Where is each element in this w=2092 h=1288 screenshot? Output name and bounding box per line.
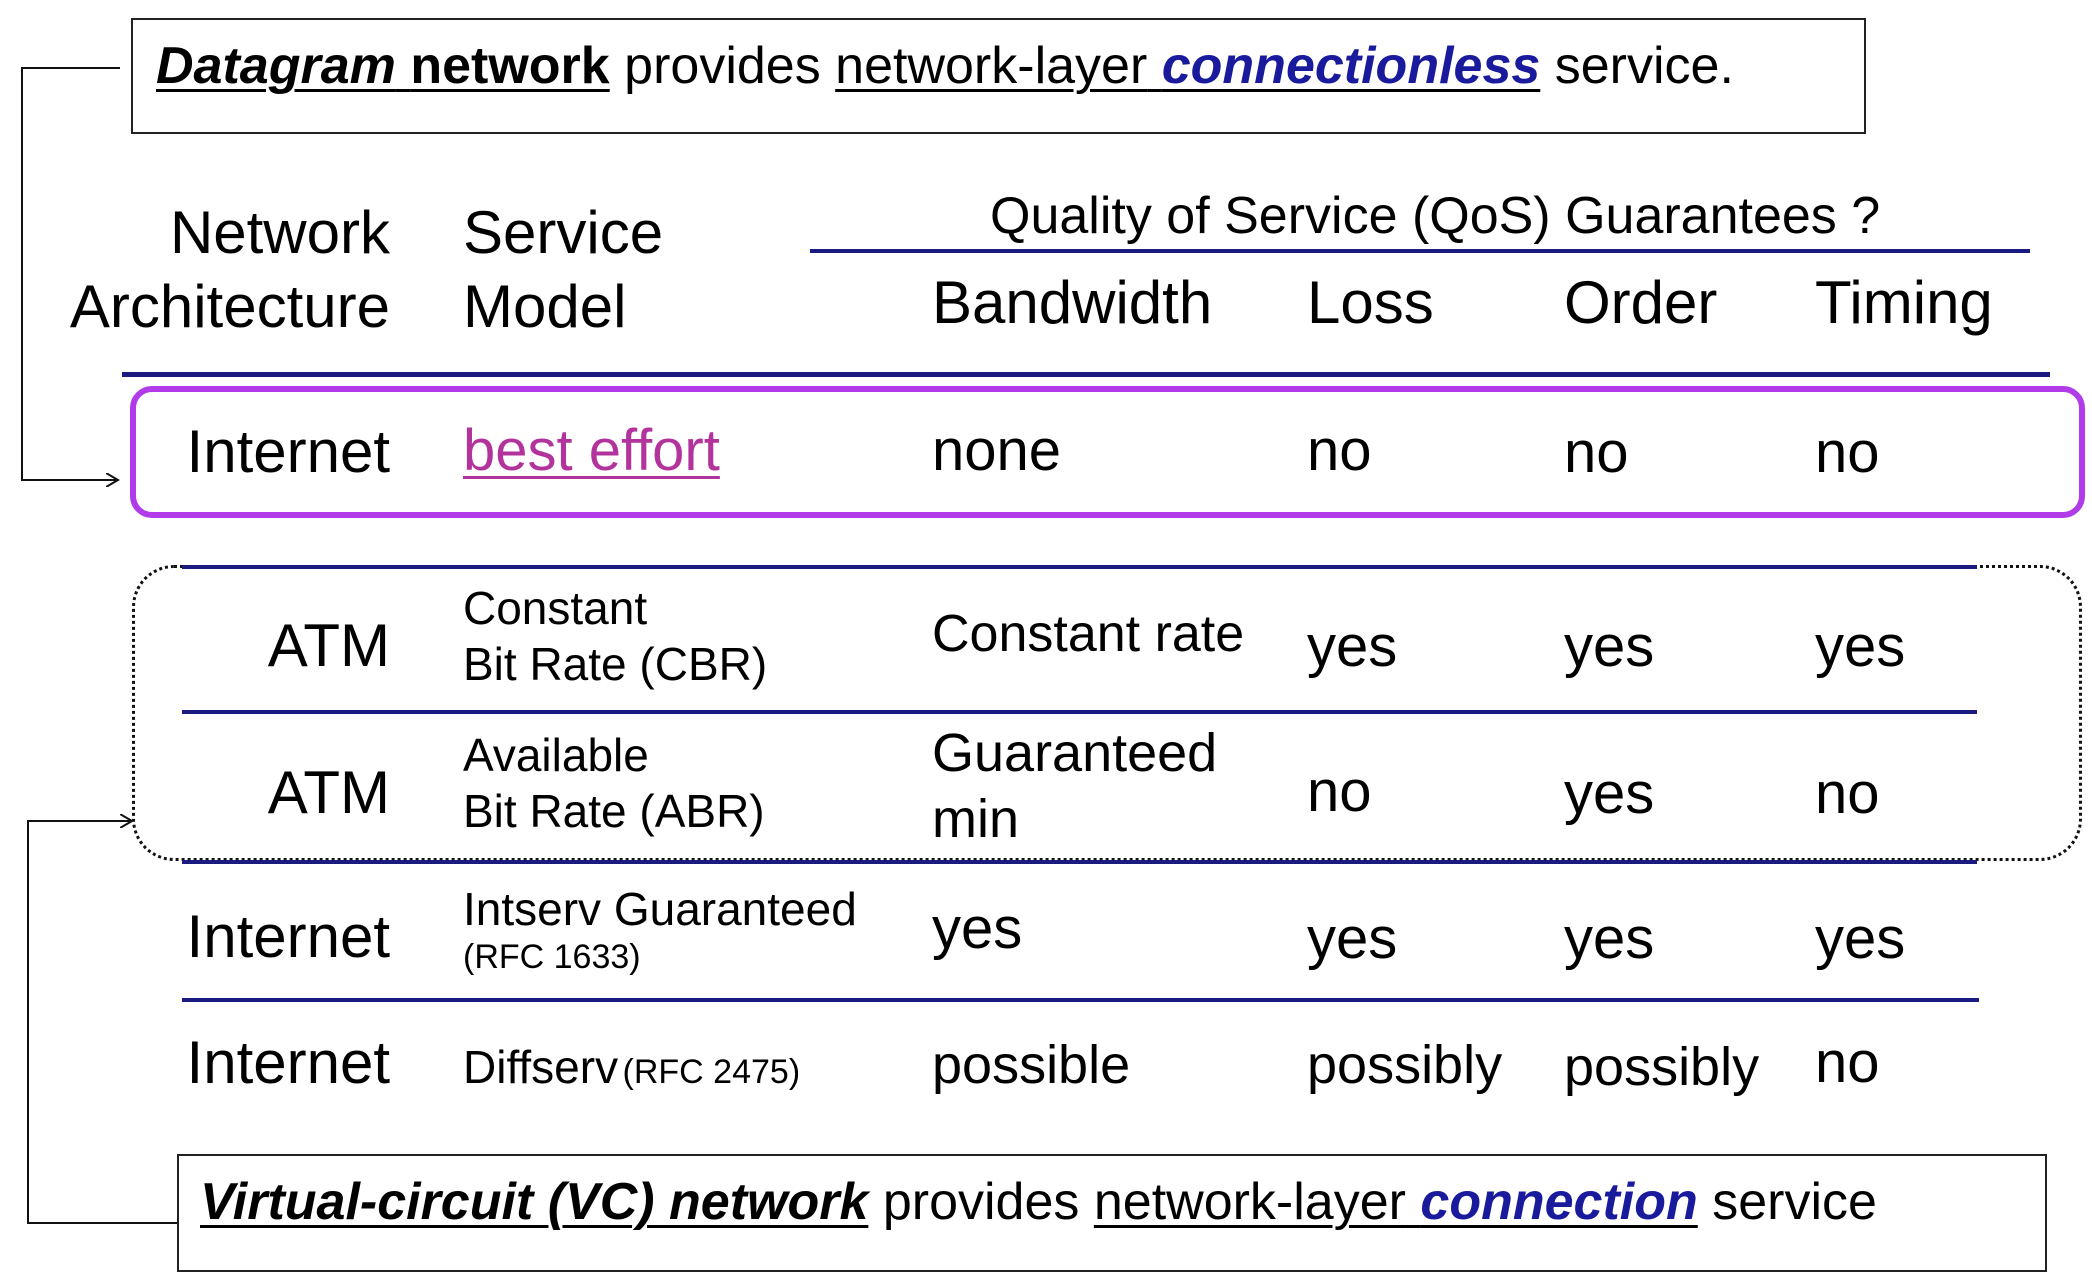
vc-service-text: service: [1712, 1173, 1877, 1231]
row2-bandwidth-line2: min: [932, 789, 1020, 849]
row3-model-line2: (RFC 1633): [463, 938, 641, 976]
best-effort-link[interactable]: best effort: [463, 418, 720, 483]
row0-arch: Internet: [186, 418, 390, 485]
row0-loss: no: [1307, 418, 1372, 483]
row4-model: Diffserv (RFC 2475): [463, 1040, 800, 1094]
row1-timing: yes: [1815, 614, 1906, 679]
row1-model: Constant Bit Rate (CBR): [463, 580, 767, 692]
vc-arrow: [27, 821, 178, 1224]
service-text: service.: [1554, 37, 1734, 95]
row4-model-line2: (RFC 2475): [622, 1053, 801, 1091]
header-order: Order: [1564, 269, 1718, 336]
row3-arch: Internet: [186, 903, 390, 970]
row2-timing: no: [1815, 761, 1880, 826]
vc-term: Virtual-circuit (VC) network: [200, 1173, 869, 1231]
row2-arch: ATM: [267, 759, 390, 826]
connectionless-keyword: connectionless: [1161, 37, 1541, 95]
row2-model-line1: Available: [463, 729, 649, 781]
header-model-line2: Model: [463, 273, 627, 340]
row1-arch: ATM: [267, 612, 390, 679]
row0-bandwidth: none: [932, 418, 1062, 483]
datagram-arrow: [21, 67, 120, 480]
row2-model: Available Bit Rate (ABR): [463, 727, 765, 839]
header-model-line1: Service: [463, 199, 664, 266]
best-effort-highlight: [130, 386, 2085, 518]
vc-network-layer-text: network-layer: [1093, 1173, 1406, 1231]
row4-top-rule: [182, 998, 1979, 1002]
row3-top-rule: [182, 860, 1977, 864]
row1-model-line1: Constant: [463, 582, 648, 634]
row2-bandwidth-line1: Guaranteed: [932, 723, 1218, 783]
row3-timing: yes: [1815, 906, 1906, 971]
network-word: network: [410, 37, 610, 95]
row1-bandwidth: Constant rate: [932, 605, 1245, 663]
provides-text: provides: [624, 37, 821, 95]
connection-keyword: connection: [1420, 1173, 1698, 1231]
header-network-architecture: Network Architecture: [40, 196, 390, 344]
row4-arch: Internet: [186, 1029, 390, 1096]
row4-timing: no: [1815, 1030, 1880, 1095]
header-rule: [122, 372, 2050, 377]
qos-rule: [810, 249, 2030, 253]
header-arch-line2: Architecture: [69, 273, 390, 340]
row1-order: yes: [1564, 614, 1655, 679]
row3-model-line1: Intserv Guaranteed: [463, 883, 857, 935]
network-layer-text: network-layer: [835, 37, 1148, 95]
datagram-banner-text: Datagram network provides network-layer …: [156, 40, 1734, 92]
datagram-banner: [131, 18, 1866, 134]
vc-banner-text: Virtual-circuit (VC) network provides ne…: [200, 1176, 1877, 1228]
row3-loss: yes: [1307, 906, 1398, 971]
row4-bandwidth: possible: [932, 1035, 1131, 1095]
header-timing: Timing: [1815, 269, 1993, 336]
row3-bandwidth: yes: [932, 896, 1023, 961]
vc-banner: [177, 1154, 2047, 1272]
header-service-model: Service Model: [463, 196, 663, 344]
row2-top-rule: [182, 710, 1977, 714]
row2-bandwidth: Guaranteed min: [932, 720, 1217, 852]
row1-loss: yes: [1307, 614, 1398, 679]
row4-model-line1: Diffserv: [463, 1041, 619, 1093]
row3-order: yes: [1564, 906, 1655, 971]
row4-order: possibly: [1564, 1037, 1760, 1097]
row0-timing: no: [1815, 420, 1880, 485]
vc-provides-text: provides: [882, 1173, 1080, 1231]
header-loss: Loss: [1307, 269, 1434, 336]
row3-model: Intserv Guaranteed (RFC 1633): [463, 882, 857, 978]
row4-loss: possibly: [1307, 1035, 1503, 1095]
row0-order: no: [1564, 420, 1629, 485]
row1-top-rule: [182, 565, 1977, 569]
row2-order: yes: [1564, 761, 1655, 826]
header-qos: Quality of Service (QoS) Guarantees ?: [990, 187, 1881, 245]
row2-model-line2: Bit Rate (ABR): [463, 785, 765, 837]
row1-model-line2: Bit Rate (CBR): [463, 638, 768, 690]
datagram-term: Datagram: [156, 37, 396, 95]
row2-loss: no: [1307, 759, 1372, 824]
header-bandwidth: Bandwidth: [932, 269, 1213, 336]
header-arch-line1: Network: [169, 199, 390, 266]
